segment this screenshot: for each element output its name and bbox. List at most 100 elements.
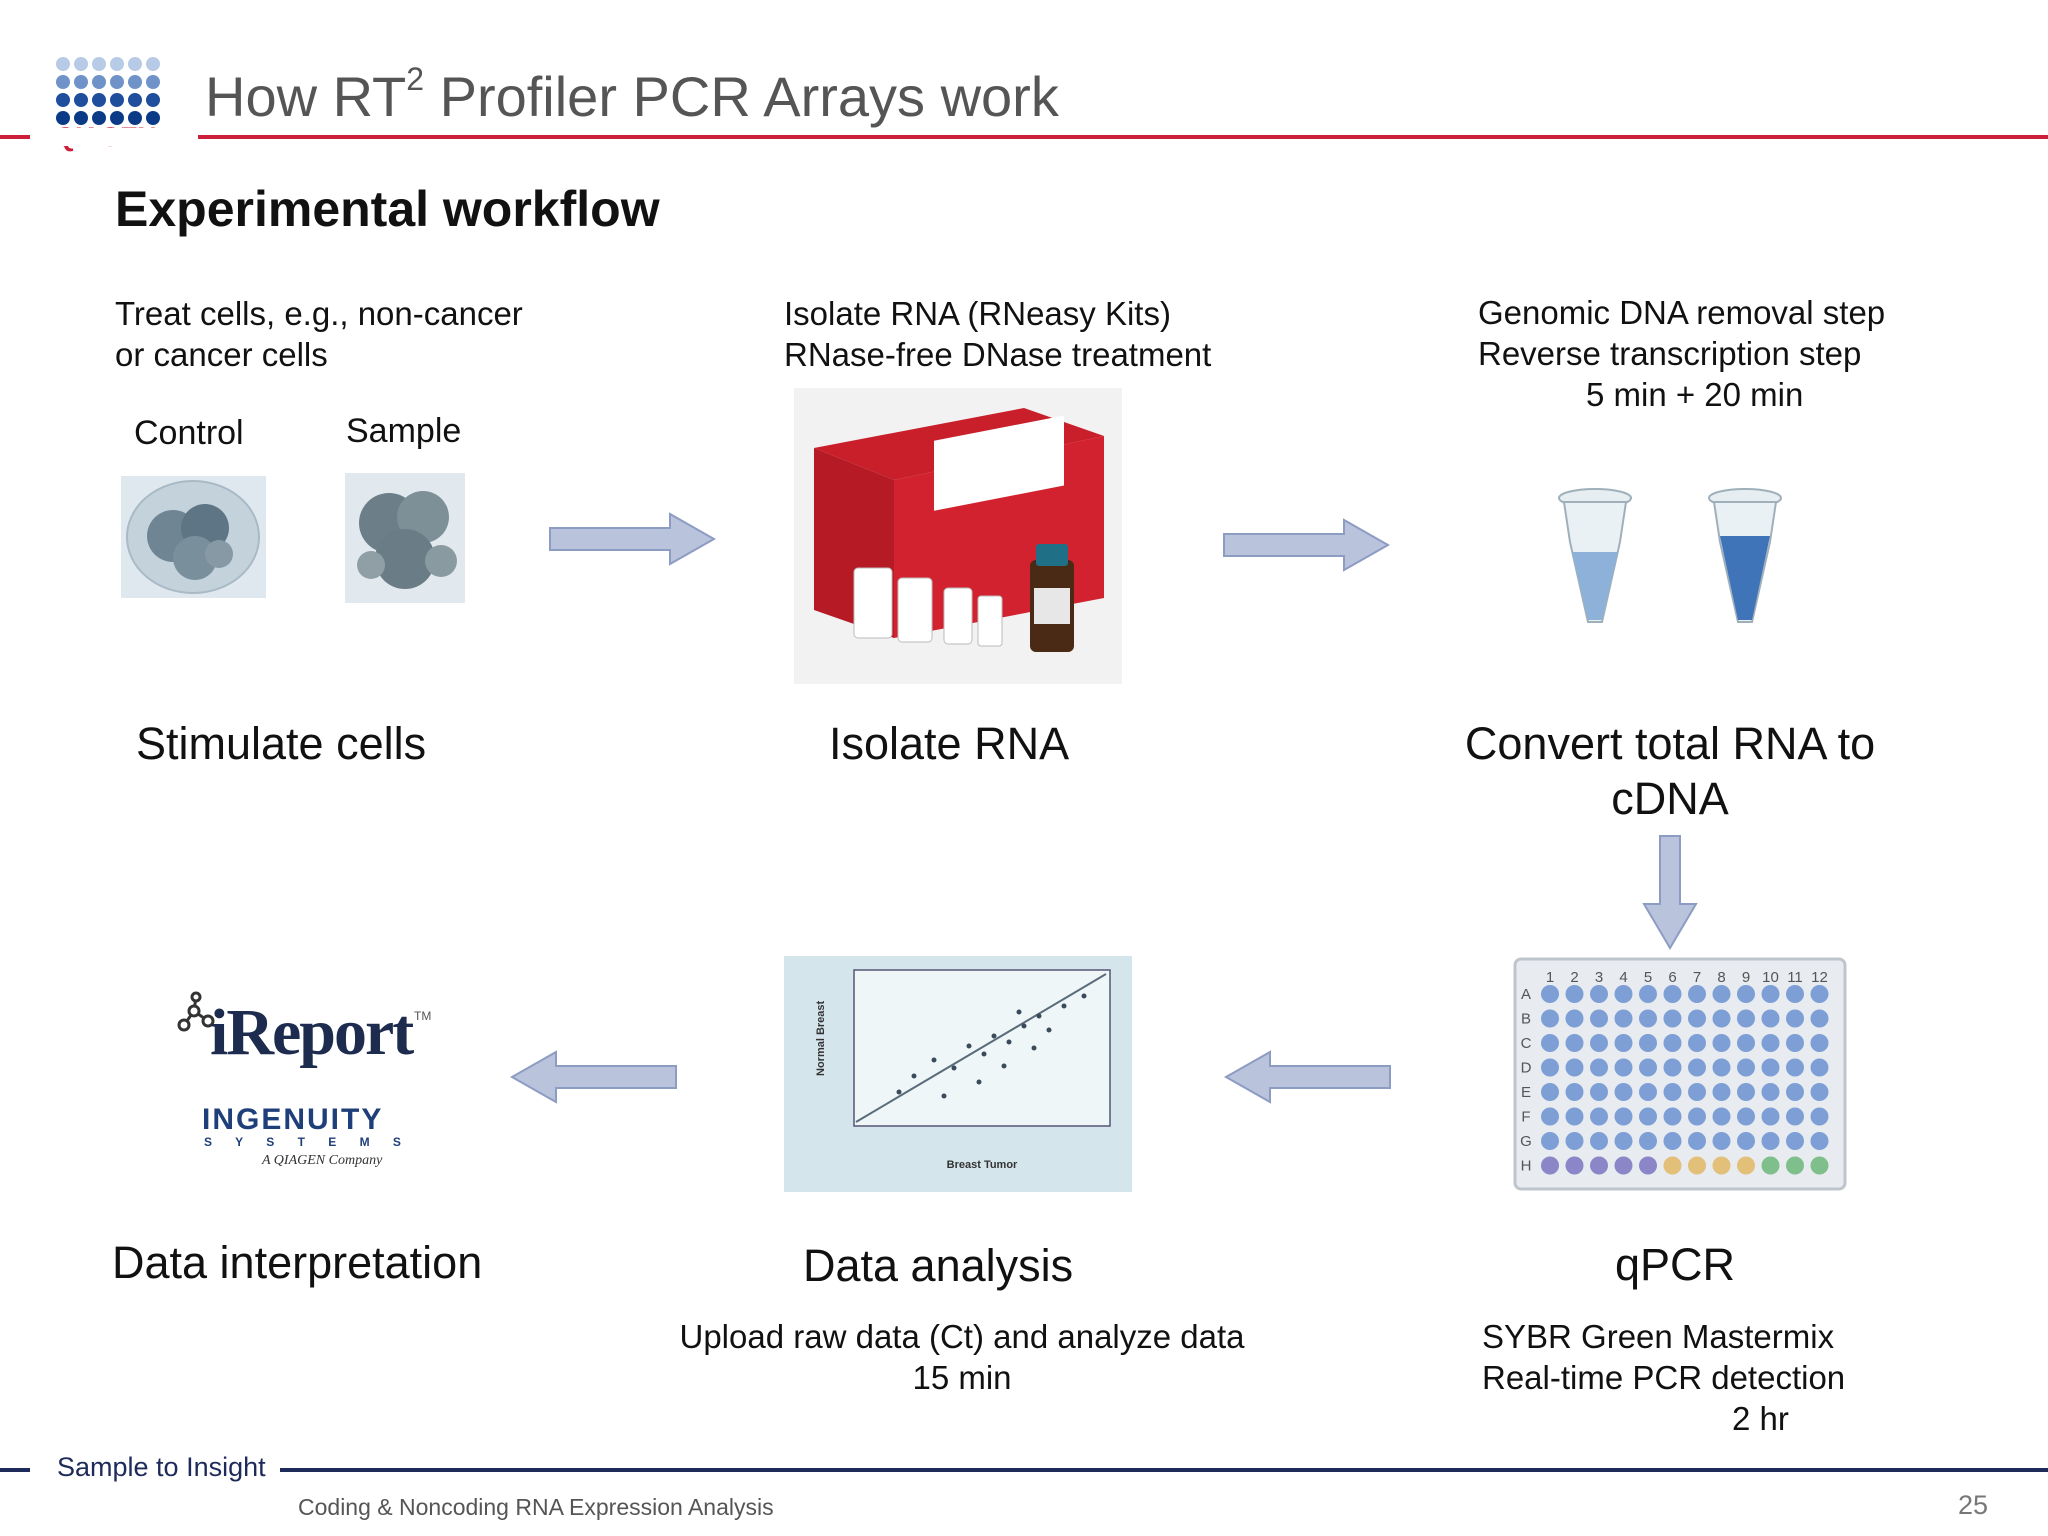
- scatter-plot-image: Normal Breast Breast Tumor: [784, 956, 1132, 1192]
- plate-well: [1663, 1107, 1682, 1126]
- plate-well: [1639, 1156, 1657, 1175]
- plate-well: [1688, 1132, 1706, 1150]
- plate-row-label: H: [1521, 1158, 1532, 1175]
- arrow-right-icon: [548, 512, 718, 566]
- plate-well: [1639, 1083, 1657, 1101]
- plate-well: [1737, 1132, 1755, 1150]
- plate-well: [1663, 1132, 1682, 1150]
- plate-well: [1761, 1009, 1780, 1028]
- plate-well: [1737, 1156, 1755, 1175]
- convert-label-line: Convert total RNA to: [1464, 718, 1876, 769]
- plate-well: [1565, 1107, 1584, 1126]
- stimulate-note: Treat cells, e.g., non-cancer or cancer …: [115, 293, 523, 375]
- plate-well: [1614, 1034, 1633, 1052]
- footer-tagline: Sample to Insight: [57, 1452, 266, 1482]
- plate-well: [1639, 1034, 1657, 1052]
- plate-well: [1541, 1058, 1559, 1077]
- plate-well: [1737, 1107, 1755, 1126]
- qpcr-note-line: SYBR Green Mastermix: [1482, 1318, 1835, 1355]
- ireport-molecule-icon: [177, 991, 215, 1032]
- ireport-logo: iReport TM INGENUITY S Y S T E M S A QIA…: [168, 985, 438, 1175]
- systems-wordmark: S Y S T E M S: [204, 1135, 411, 1149]
- plate-well: [1565, 1132, 1584, 1150]
- plate-well: [1712, 1156, 1731, 1175]
- plate-well: [1663, 1156, 1682, 1175]
- plate-well: [1590, 1034, 1608, 1052]
- plate-well: [1663, 1058, 1682, 1077]
- convert-note-line: Genomic DNA removal step: [1478, 294, 1886, 331]
- plate-well: [1663, 1083, 1682, 1101]
- plate-well: [1810, 1058, 1829, 1077]
- plate-column-label: 12: [1811, 969, 1828, 986]
- plate-well: [1688, 1083, 1706, 1101]
- footer-rule-gap: [30, 1460, 280, 1480]
- plate-row-label: G: [1520, 1133, 1532, 1150]
- plate-well: [1590, 985, 1608, 1003]
- arrow-left-icon: [508, 1050, 678, 1104]
- arrow-right-icon: [1222, 518, 1392, 572]
- plate-column-label: 5: [1644, 969, 1652, 986]
- plate-well: [1688, 1107, 1706, 1126]
- plate-well: [1541, 1083, 1559, 1101]
- plate-well: [1786, 1156, 1804, 1175]
- qiagen-logo: [55, 55, 175, 155]
- plate-row-label: C: [1521, 1035, 1532, 1052]
- plate-well: [1761, 985, 1780, 1003]
- slide-title: How RT2 Profiler PCR Arrays work: [205, 61, 1059, 128]
- ireport-tm: TM: [414, 1009, 432, 1023]
- plate-well: [1737, 1034, 1755, 1052]
- sample-cell-image: [345, 473, 465, 603]
- header-rule: [0, 135, 2048, 139]
- rneasy-kit-image: [794, 388, 1122, 684]
- interpretation-label: Data interpretation: [112, 1237, 483, 1288]
- plate-well: [1639, 1058, 1657, 1077]
- isolate-note: Isolate RNA (RNeasy Kits) RNase-free DNa…: [784, 293, 1211, 375]
- plate-well: [1810, 1009, 1829, 1028]
- plate-well: [1712, 1107, 1731, 1126]
- plot-ylabel: Normal Breast: [815, 1000, 827, 1076]
- plate-well: [1541, 1132, 1559, 1150]
- plate-row-label: E: [1521, 1084, 1531, 1101]
- plate-column-label: 11: [1787, 969, 1803, 986]
- analysis-note-line: 15 min: [912, 1359, 1012, 1396]
- footer-title: Coding & Noncoding RNA Expression Analys…: [298, 1494, 774, 1520]
- plate-well: [1590, 1107, 1608, 1126]
- qpcr-note-line: Real-time PCR detection: [1482, 1359, 1846, 1396]
- plate-well: [1541, 1009, 1559, 1028]
- control-cell-image: [121, 476, 266, 598]
- plate-well: [1761, 1083, 1780, 1101]
- plate-well: [1614, 1083, 1633, 1101]
- plate-well: [1614, 1058, 1633, 1077]
- plate-well: [1712, 1058, 1731, 1077]
- plate-row-label: F: [1521, 1109, 1530, 1126]
- isolate-note-line: Isolate RNA (RNeasy Kits): [784, 295, 1171, 332]
- plate-well: [1565, 1009, 1584, 1028]
- plate-well: [1639, 985, 1657, 1003]
- plate-row-label: B: [1521, 1011, 1531, 1028]
- stimulate-label: Stimulate cells: [136, 718, 427, 769]
- plate-well: [1761, 1132, 1780, 1150]
- page-number: 25: [1958, 1490, 1989, 1520]
- plate-well: [1737, 1058, 1755, 1077]
- plate-well: [1590, 1009, 1608, 1028]
- qpcr-note-line: 2 hr: [1732, 1400, 1789, 1437]
- plate-well: [1810, 1107, 1829, 1126]
- plate-well: [1688, 985, 1706, 1003]
- header-rule-gap: [30, 128, 198, 146]
- pcr-tube-icon: [1550, 480, 1640, 630]
- plate-well: [1712, 1009, 1731, 1028]
- plate-column-label: 10: [1762, 969, 1779, 986]
- plate-well: [1565, 1083, 1584, 1101]
- convert-note-line: 5 min + 20 min: [1586, 376, 1804, 413]
- qpcr-label: qPCR: [1615, 1239, 1736, 1290]
- plate-well: [1590, 1083, 1608, 1101]
- plate-well: [1541, 1156, 1559, 1175]
- plate-well: [1541, 985, 1559, 1003]
- plate-well: [1663, 985, 1682, 1003]
- plate-well: [1565, 985, 1584, 1003]
- plate-well: [1614, 1132, 1633, 1150]
- plate-well: [1712, 1034, 1731, 1052]
- plate-well: [1590, 1058, 1608, 1077]
- analysis-note-line: Upload raw data (Ct) and analyze data: [679, 1318, 1245, 1355]
- ireport-wordmark: iReport: [210, 996, 414, 1069]
